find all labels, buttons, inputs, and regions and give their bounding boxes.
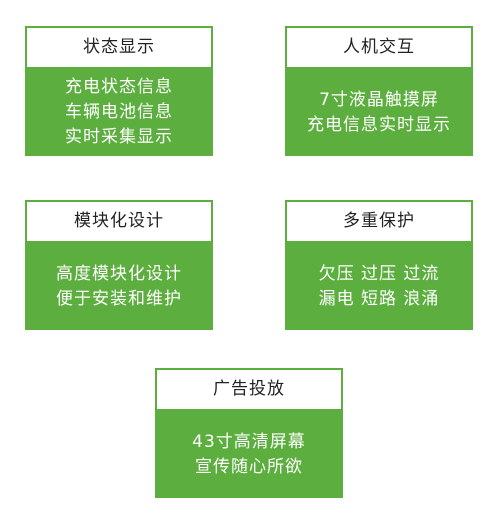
card-body: 高度模块化设计 便于安装和维护	[27, 241, 211, 328]
card-line: 便于安装和维护	[56, 288, 182, 309]
card-line: 高度模块化设计	[56, 263, 182, 284]
card-line: 漏电 短路 浪涌	[318, 288, 440, 309]
card-line: 车辆电池信息	[65, 102, 173, 122]
feature-card-modular-design: 模块化设计 高度模块化设计 便于安装和维护	[25, 200, 213, 330]
card-line: 充电信息实时显示	[307, 114, 451, 135]
feature-card-status-display: 状态显示 充电状态信息 车辆电池信息 实时采集显示	[25, 26, 213, 156]
card-title: 广告投放	[157, 370, 341, 409]
card-line: 7寸液晶触摸屏	[319, 89, 439, 110]
card-line: 宣传随心所欲	[195, 456, 303, 477]
card-body: 7寸液晶触摸屏 充电信息实时显示	[287, 67, 471, 154]
card-line: 实时采集显示	[65, 127, 173, 147]
card-line: 43寸高清屏幕	[192, 431, 306, 452]
card-body: 欠压 过压 过流 漏电 短路 浪涌	[287, 241, 471, 328]
feature-card-human-machine-interaction: 人机交互 7寸液晶触摸屏 充电信息实时显示	[285, 26, 473, 156]
card-title: 多重保护	[287, 202, 471, 241]
card-line: 欠压 过压 过流	[318, 263, 440, 284]
card-body: 43寸高清屏幕 宣传随心所欲	[157, 409, 341, 496]
card-body: 充电状态信息 车辆电池信息 实时采集显示	[27, 67, 211, 154]
card-title: 状态显示	[27, 28, 211, 67]
feature-card-multiple-protection: 多重保护 欠压 过压 过流 漏电 短路 浪涌	[285, 200, 473, 330]
feature-card-advertising: 广告投放 43寸高清屏幕 宣传随心所欲	[155, 368, 343, 498]
card-title: 人机交互	[287, 28, 471, 67]
card-title: 模块化设计	[27, 202, 211, 241]
card-line: 充电状态信息	[65, 77, 173, 97]
